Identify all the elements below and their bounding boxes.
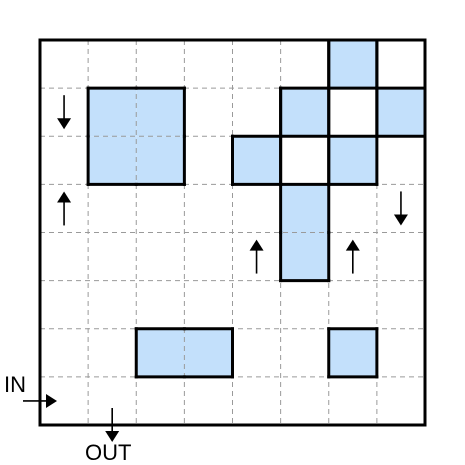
shaded-cell — [376, 88, 425, 137]
hint-arrow-up — [57, 191, 72, 226]
exit-label: OUT — [85, 440, 131, 465]
shaded-cell — [136, 328, 185, 377]
arrow-head — [105, 431, 120, 442]
arrow-head — [57, 191, 72, 203]
exit-arrow — [105, 408, 120, 442]
shaded-cell — [280, 88, 329, 137]
hint-arrow-down — [57, 95, 72, 130]
shaded-cell — [280, 184, 329, 233]
entrance-arrow — [23, 393, 57, 408]
board-border — [38, 38, 427, 427]
entrance-label: IN — [4, 372, 26, 397]
hint-arrow-down — [393, 191, 408, 226]
arrow-head — [393, 214, 408, 226]
shaded-cell — [136, 88, 185, 137]
shaded-cell — [136, 136, 185, 185]
shaded-cell — [88, 88, 137, 137]
hint-arrow-up — [345, 239, 360, 274]
shaded-cell — [88, 136, 137, 185]
shaded-cell — [328, 40, 377, 89]
shaded-cell — [232, 136, 281, 185]
shaded-cell — [328, 136, 377, 185]
arrow-head — [57, 118, 72, 130]
thick-borders — [279, 38, 379, 186]
shaded-cell — [280, 232, 329, 281]
hint-arrow-up — [249, 239, 264, 274]
arrow-head — [46, 393, 57, 408]
arrow-head — [345, 239, 360, 251]
arrow-head — [249, 239, 264, 251]
shaded-cell — [184, 328, 233, 377]
entrance-exit: IN OUT — [4, 372, 131, 465]
shaded-cell — [328, 328, 377, 377]
hint-arrows — [57, 95, 408, 274]
shaded-cells — [88, 40, 425, 377]
